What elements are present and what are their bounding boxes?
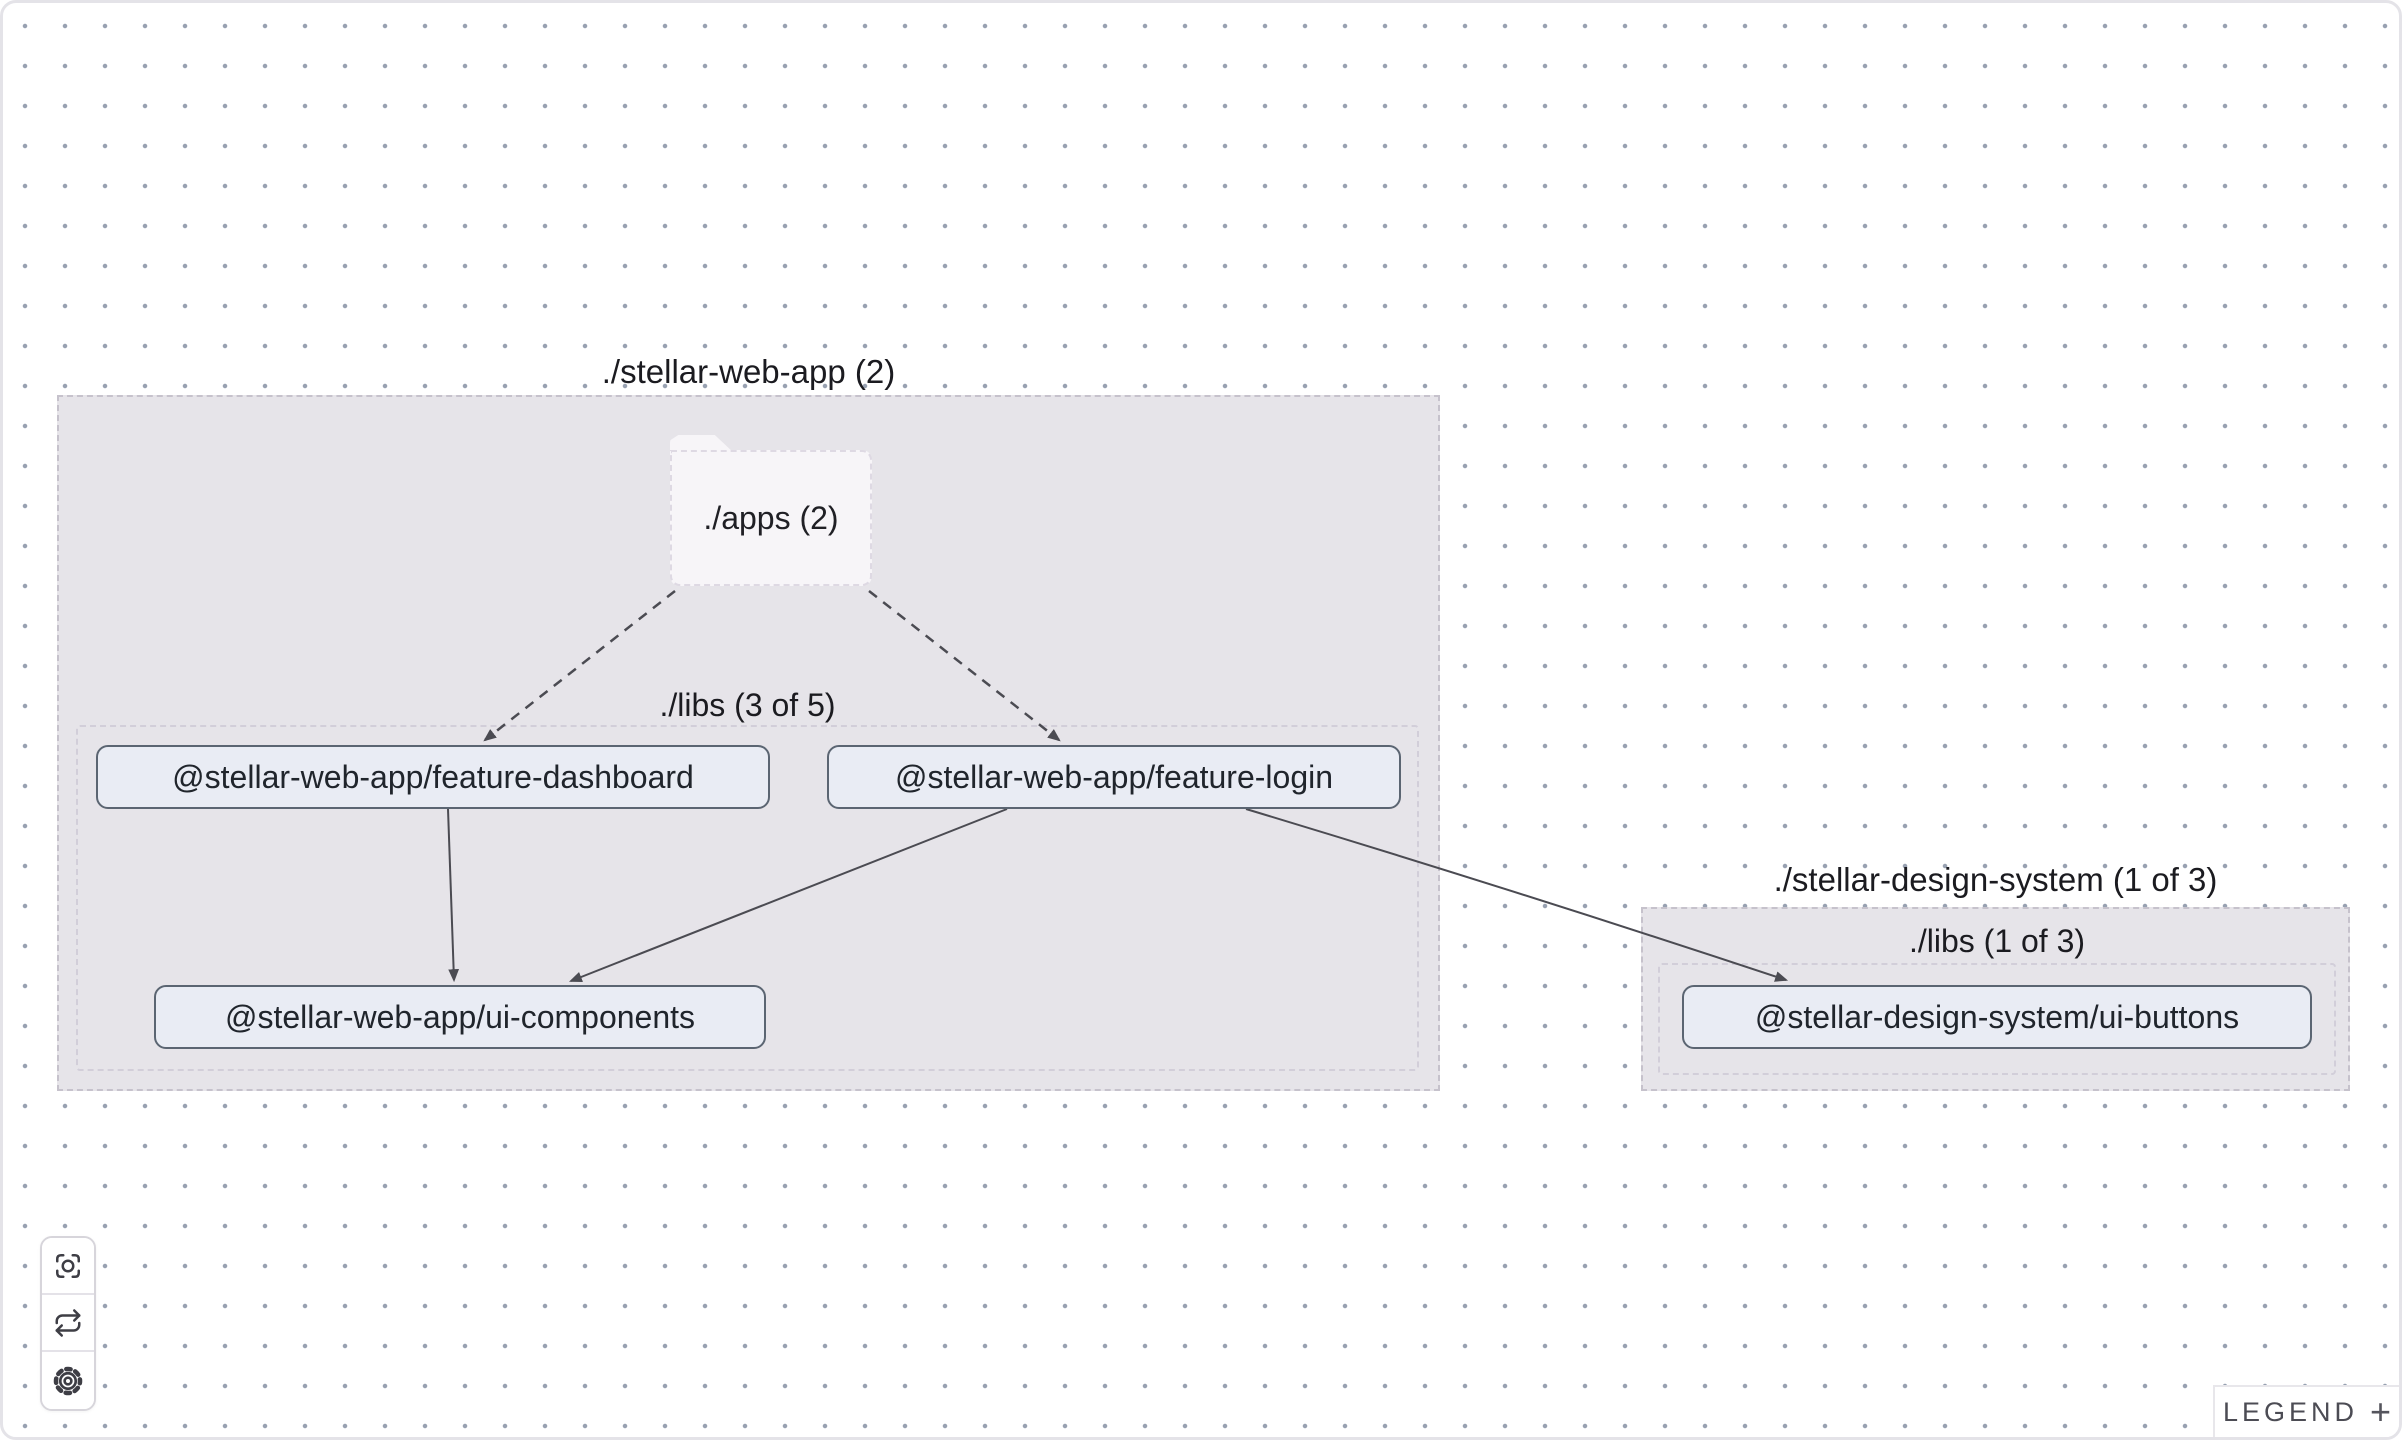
subgroup-label-libs-stellar-web-app: ./libs (3 of 5) — [659, 687, 836, 723]
group-title-stellar-web-app: ./stellar-web-app (2) — [601, 353, 896, 390]
refresh-graph-button[interactable] — [42, 1295, 94, 1352]
project-node-ui-components[interactable]: @stellar-web-app/ui-components — [154, 985, 766, 1049]
refresh-icon — [55, 1308, 81, 1337]
group-title-stellar-design-system: ./stellar-design-system (1 of 3) — [1773, 861, 2218, 898]
legend-toggle-button[interactable]: LEGEND + — [2213, 1385, 2399, 1437]
subgroup-label-libs-stellar-design-system: ./libs (1 of 3) — [1908, 923, 2086, 959]
settings-button[interactable] — [42, 1352, 94, 1409]
project-node-ui-buttons[interactable]: @stellar-design-system/ui-buttons — [1682, 985, 2312, 1049]
legend-label: LEGEND — [2222, 1396, 2358, 1427]
folder-label: ./apps (2) — [670, 450, 872, 586]
project-node-feature-dashboard[interactable]: @stellar-web-app/feature-dashboard — [96, 745, 770, 809]
plus-icon: + — [2370, 1391, 2392, 1432]
focus-icon — [56, 1253, 80, 1278]
subgroup-libs-stellar-design-system — [1658, 963, 2336, 1075]
folder-node-apps[interactable]: ./apps (2) — [670, 435, 872, 586]
center-graph-button[interactable] — [42, 1238, 94, 1295]
settings-icon — [53, 1366, 83, 1395]
project-node-feature-login[interactable]: @stellar-web-app/feature-login — [827, 745, 1401, 809]
folder-tab — [670, 435, 734, 453]
graph-toolbar — [40, 1236, 96, 1411]
